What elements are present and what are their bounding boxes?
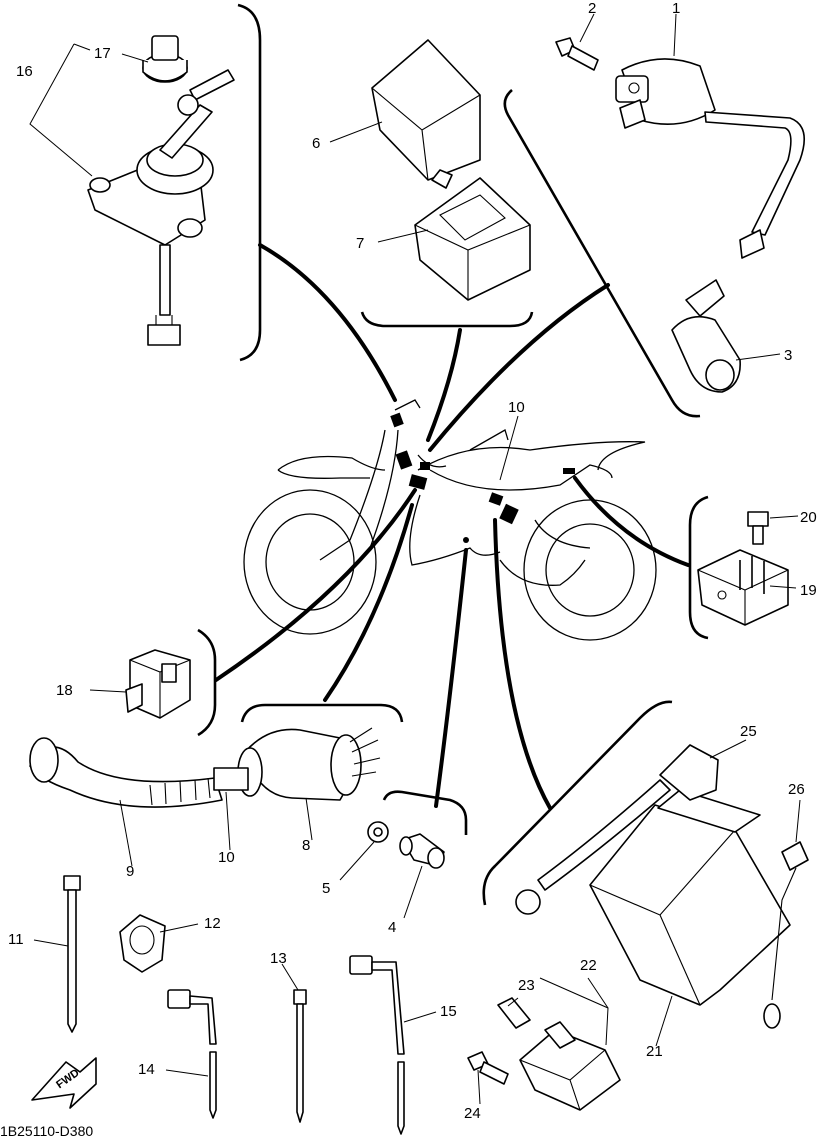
harness-connector-blocks bbox=[390, 412, 575, 543]
callout-22: 22 bbox=[580, 957, 597, 974]
group-bracket-battery bbox=[482, 700, 673, 906]
callout-12: 12 bbox=[204, 915, 221, 932]
fuse-holder-drawing bbox=[519, 1021, 621, 1111]
callout-labels: 1 2 3 4 5 6 7 8 9 10 10 11 12 13 14 15 1… bbox=[8, 0, 817, 1122]
callout-15: 15 bbox=[440, 1003, 457, 1020]
callout-26: 26 bbox=[788, 781, 805, 798]
neutral-switch-drawing bbox=[399, 833, 445, 869]
cdi-unit-drawing bbox=[371, 39, 481, 189]
fwd-arrow-icon: FWD bbox=[31, 1057, 97, 1109]
wire-holder-drawing bbox=[237, 727, 381, 801]
switch-washer-drawing bbox=[367, 821, 389, 843]
callout-10-harness: 10 bbox=[508, 399, 525, 416]
callout-18: 18 bbox=[56, 682, 73, 699]
lead-wire-drawing bbox=[167, 989, 217, 1119]
callout-16: 16 bbox=[16, 63, 33, 80]
battery-drawing bbox=[589, 789, 791, 1006]
callout-3: 3 bbox=[784, 347, 792, 364]
callout-11: 11 bbox=[8, 931, 24, 948]
fuse-drawing bbox=[497, 997, 531, 1029]
cdi-cover-drawing bbox=[414, 177, 531, 301]
callout-20: 20 bbox=[800, 509, 817, 526]
protector-drawing bbox=[29, 737, 249, 808]
harness-connector-lines bbox=[214, 243, 690, 810]
callout-1: 1 bbox=[672, 0, 680, 17]
callout-2: 2 bbox=[588, 0, 596, 17]
callout-6: 6 bbox=[312, 135, 320, 152]
group-bracket-main-switch bbox=[237, 3, 262, 362]
callout-14: 14 bbox=[138, 1061, 155, 1078]
regulator-bolt-drawing bbox=[747, 511, 769, 545]
leader-lines bbox=[29, 13, 801, 1105]
group-bracket-switch bbox=[382, 790, 468, 835]
main-switch-drawing bbox=[87, 35, 235, 346]
callout-4: 4 bbox=[388, 919, 396, 936]
motorcycle-outline bbox=[243, 399, 657, 641]
callout-7: 7 bbox=[356, 235, 364, 252]
relay-drawing bbox=[125, 649, 191, 719]
lead-wire-long-drawing bbox=[349, 955, 405, 1135]
group-bracket-ignition bbox=[503, 89, 701, 418]
callout-9: 9 bbox=[126, 863, 134, 880]
callout-5: 5 bbox=[322, 880, 330, 897]
callout-10: 10 bbox=[218, 849, 235, 866]
diagram-code: 1B25110-D380 bbox=[0, 1123, 93, 1139]
rectifier-regulator-drawing bbox=[697, 549, 789, 626]
fuse-bolt-drawing bbox=[467, 1051, 509, 1085]
battery-positive-cap-drawing bbox=[515, 744, 719, 915]
ignition-coil-drawing bbox=[615, 58, 806, 259]
callout-13: 13 bbox=[270, 950, 287, 967]
callout-21: 21 bbox=[646, 1043, 663, 1060]
coil-bolt-drawing bbox=[555, 37, 599, 71]
group-bracket-relay bbox=[197, 628, 217, 737]
battery-negative-lead-drawing bbox=[763, 841, 809, 1029]
clamp-drawing bbox=[119, 914, 166, 973]
group-bracket-regulator bbox=[688, 495, 709, 640]
callout-19: 19 bbox=[800, 582, 817, 599]
spark-plug-cap-drawing bbox=[671, 279, 741, 393]
callout-17: 17 bbox=[94, 45, 111, 62]
group-bracket-holder bbox=[240, 703, 404, 723]
callout-8: 8 bbox=[302, 837, 310, 854]
band-drawing bbox=[293, 989, 307, 1123]
callout-24: 24 bbox=[464, 1105, 481, 1122]
callout-23: 23 bbox=[518, 977, 535, 994]
cable-tie-drawing bbox=[63, 875, 81, 1033]
group-bracket-cdi bbox=[360, 311, 534, 328]
callout-25: 25 bbox=[740, 723, 757, 740]
